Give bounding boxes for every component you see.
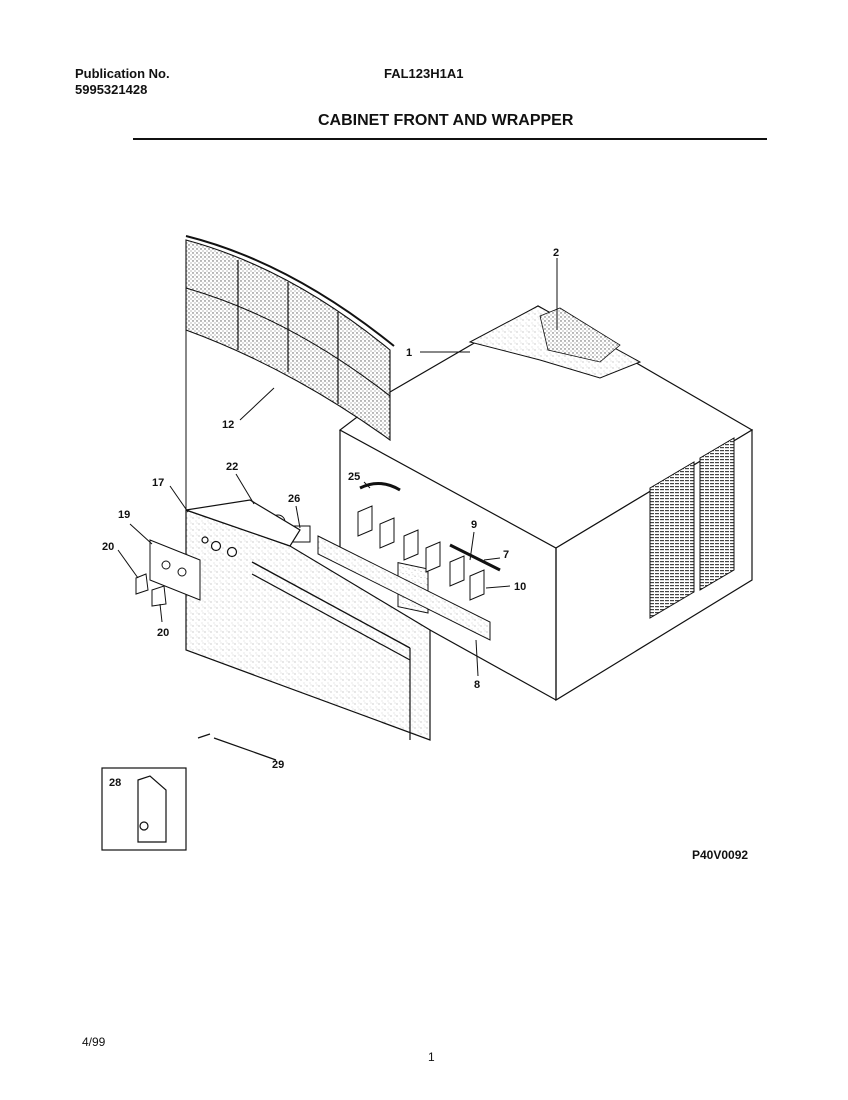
callout-20-upper: 20 (102, 541, 114, 553)
front-panel (185, 499, 431, 741)
side-vent-right (699, 437, 735, 591)
knob-20-lower (151, 585, 167, 607)
publication-label: Publication No. (75, 66, 170, 81)
callout-28: 28 (109, 777, 121, 789)
knob-20-upper (135, 573, 149, 595)
callout-10: 10 (514, 581, 526, 593)
part-28-inset (101, 767, 187, 851)
callout-1: 1 (406, 347, 412, 359)
callout-2: 2 (553, 247, 559, 259)
callout-29: 29 (272, 759, 284, 771)
callout-17: 17 (152, 477, 164, 489)
leader-lines (117, 258, 558, 677)
model-number: FAL123H1A1 (384, 66, 464, 81)
publication-number: 5995321428 (75, 82, 148, 97)
callout-8: 8 (474, 679, 480, 691)
cabinet-wrapper (338, 305, 754, 702)
air-filter (185, 235, 395, 442)
footer-date: 4/99 (82, 1035, 106, 1049)
callout-9: 9 (471, 519, 477, 531)
callout-19: 19 (118, 509, 130, 521)
callouts: 1 2 7 8 9 10 12 17 19 20 20 22 25 26 28 … (102, 247, 559, 789)
callout-25: 25 (348, 471, 360, 483)
side-vent-left (649, 461, 695, 619)
control-bezel (135, 539, 201, 607)
page-title: CABINET FRONT AND WRAPPER (318, 112, 574, 129)
callout-26: 26 (288, 493, 300, 505)
callout-12: 12 (222, 419, 234, 431)
callout-20-lower: 20 (157, 627, 169, 639)
callout-7: 7 (503, 549, 509, 561)
callout-22: 22 (226, 461, 238, 473)
part-29-screw (197, 733, 277, 761)
diagram-code: P40V0092 (692, 848, 749, 862)
page-number: 1 (428, 1050, 435, 1064)
title-rule (133, 138, 767, 140)
